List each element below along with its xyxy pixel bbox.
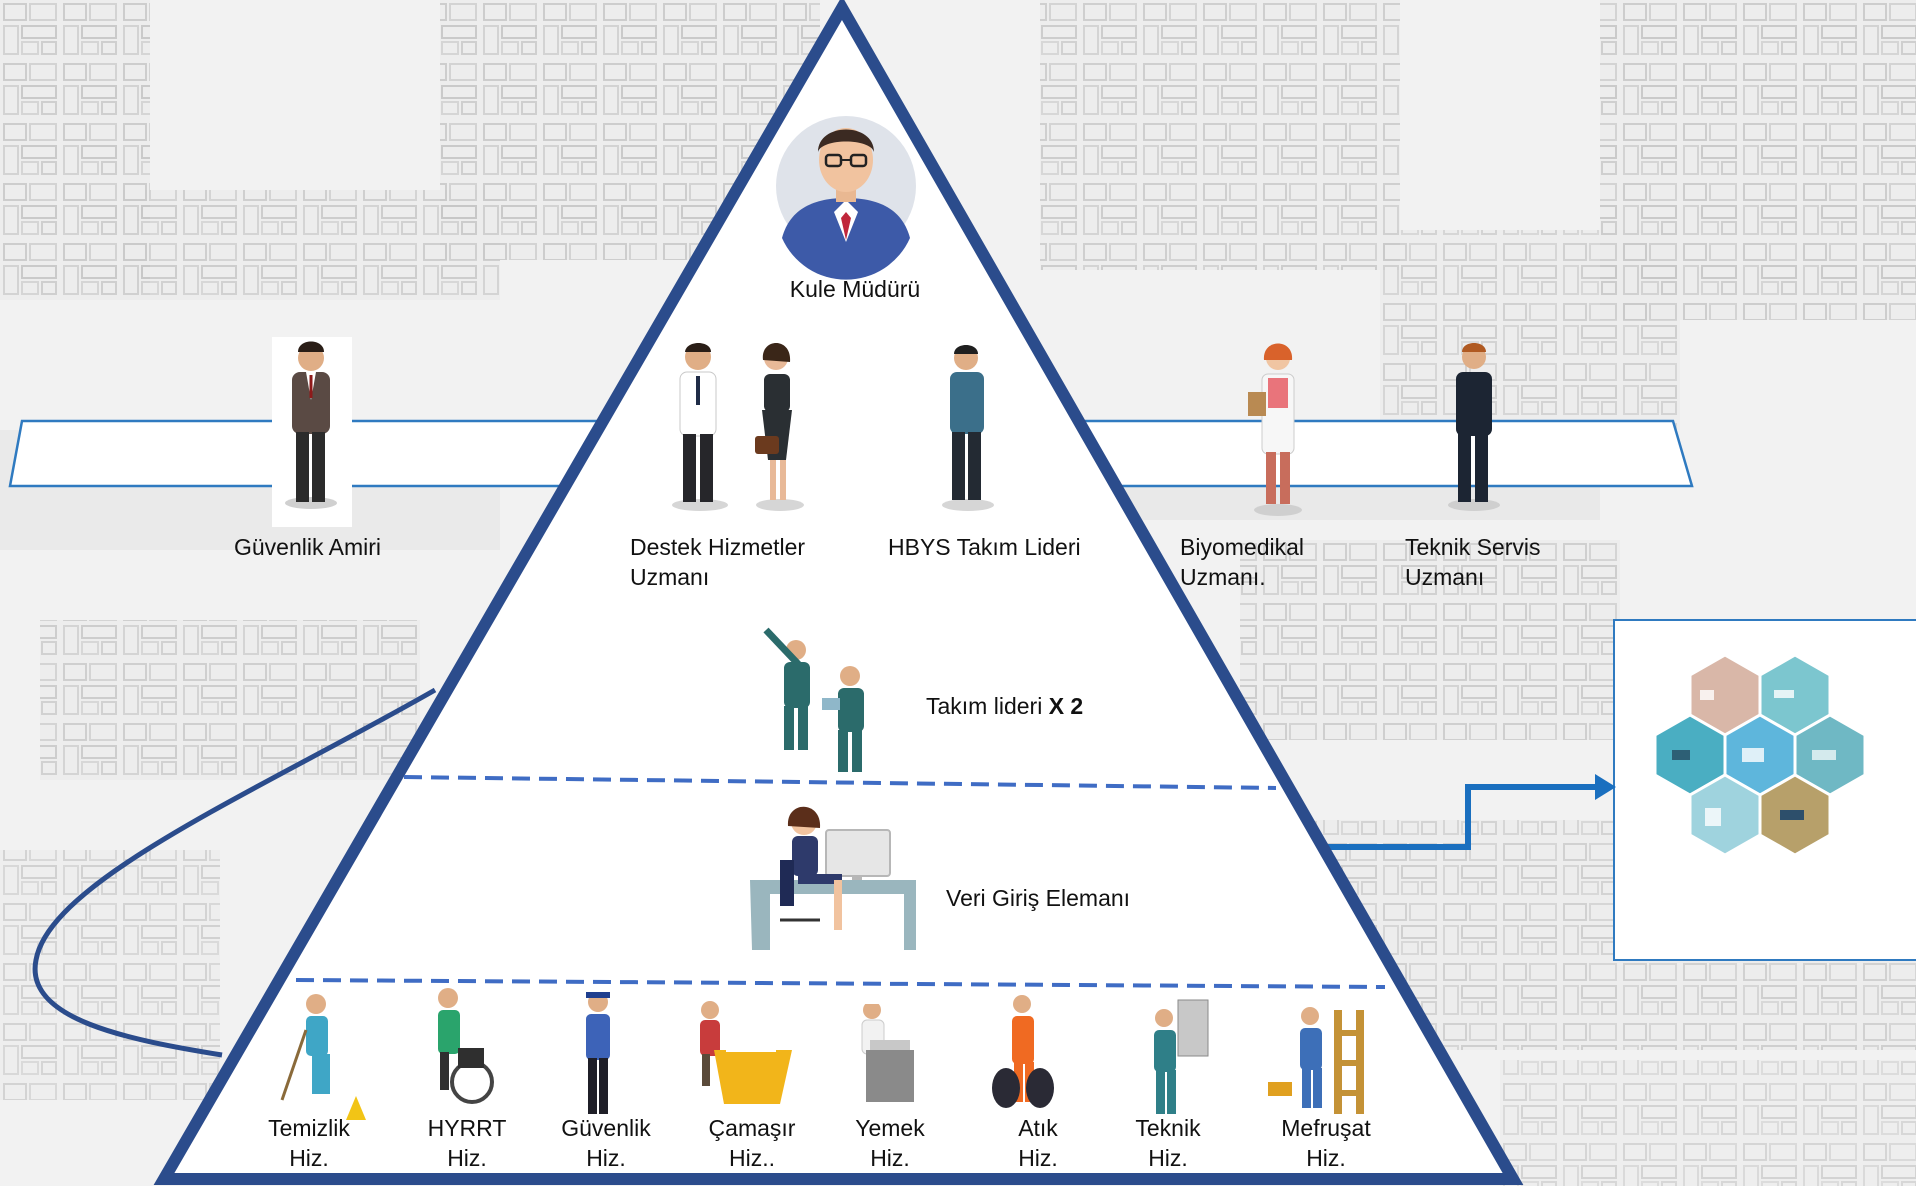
- security-chief-figure: [285, 341, 337, 509]
- service-label-line2: Hiz.: [1306, 1145, 1346, 1171]
- biomedical-label-line1: Biyomedikal: [1180, 534, 1304, 560]
- connector-arrow-line: [1320, 784, 1595, 850]
- service-label-line1: Güvenlik: [561, 1115, 651, 1141]
- technical-service-label: Teknik Servis Uzmanı: [1405, 532, 1540, 592]
- team-leader-label: Takım lideri X 2: [926, 691, 1083, 721]
- technical-service-label-line2: Uzmanı: [1405, 564, 1485, 590]
- divider-lower: [295, 978, 1386, 989]
- top-manager-label: Kule Müdürü: [789, 276, 921, 302]
- service-label-cleaning: Temizlik Hiz.: [249, 1113, 369, 1173]
- pyramid-triangle: [153, 0, 1524, 1185]
- team-leader-text: Takım lideri: [926, 693, 1049, 719]
- team-leaders-figure: [763, 627, 864, 772]
- service-label-line2: Hiz.: [586, 1145, 626, 1171]
- service-label-line1: Temizlik: [268, 1115, 350, 1141]
- security-chief-label: Güvenlik Amiri: [234, 534, 381, 560]
- service-label-food: Yemek Hiz.: [830, 1113, 950, 1173]
- waste-worker-figure: [992, 995, 1054, 1108]
- laundry-worker-figure: [700, 1001, 792, 1104]
- biomedical-specialist-label: Biyomedikal Uzmanı.: [1180, 532, 1304, 592]
- hbys-team-leader-figure: [942, 345, 994, 511]
- technician-figure: [1154, 999, 1209, 1114]
- hbys-team-leader-label: HBYS Takım Lideri: [888, 534, 1081, 560]
- furniture-worker-figure: [1268, 1007, 1364, 1114]
- service-label-furnishing: Mefruşat Hiz.: [1266, 1113, 1386, 1173]
- service-label-line2: Hiz.: [870, 1145, 910, 1171]
- service-label-line1: Mefruşat: [1281, 1115, 1371, 1141]
- service-label-hyrrt: HYRRT Hiz.: [407, 1113, 527, 1173]
- service-label-line2: Hiz.: [1018, 1145, 1058, 1171]
- technical-service-specialist-figure: [1448, 343, 1500, 511]
- service-label-line1: Teknik: [1135, 1115, 1201, 1141]
- arrowhead-icon: [1595, 774, 1616, 800]
- service-label-line2: Hiz.: [447, 1145, 487, 1171]
- data-entry-operator-figure: [750, 806, 916, 950]
- service-label-line1: Yemek: [855, 1115, 925, 1141]
- team-leader-multiplier: X 2: [1048, 693, 1084, 719]
- hyrrt-worker-figure: [438, 988, 494, 1104]
- divider-upper: [403, 775, 1277, 790]
- cleaning-worker-figure: [280, 994, 366, 1120]
- data-entry-label: Veri Giriş Elemanı: [946, 885, 1131, 911]
- service-label-technical: Teknik Hiz.: [1108, 1113, 1228, 1173]
- support-specialist-label: Destek Hizmetler Uzmanı: [630, 532, 805, 592]
- service-label-line2: Hiz..: [729, 1145, 775, 1171]
- service-label-line1: Atık: [1018, 1115, 1058, 1141]
- biomedical-specialist-figure: [1248, 343, 1302, 516]
- support-specialists-figure: [672, 343, 804, 511]
- service-label-laundry: Çamaşır Hiz..: [692, 1113, 812, 1173]
- service-label-line1: HYRRT: [427, 1115, 507, 1141]
- support-specialist-label-line2: Uzmanı: [630, 564, 710, 590]
- service-label-waste: Atık Hiz.: [978, 1113, 1098, 1173]
- bracket-curve: [32, 687, 437, 1058]
- service-label-line1: Çamaşır: [708, 1115, 796, 1141]
- cook-figure: [861, 996, 914, 1102]
- service-label-security: Güvenlik Hiz.: [546, 1113, 666, 1173]
- manager-avatar-icon: [776, 116, 916, 280]
- service-label-line2: Hiz.: [1148, 1145, 1188, 1171]
- service-label-line2: Hiz.: [289, 1145, 329, 1171]
- support-specialist-label-line1: Destek Hizmetler: [630, 534, 806, 560]
- hospital-hexagon-illustration: [1653, 653, 1867, 857]
- biomedical-label-line2: Uzmanı.: [1180, 564, 1266, 590]
- security-guard-figure: [586, 992, 610, 1114]
- technical-service-label-line1: Teknik Servis: [1405, 534, 1541, 560]
